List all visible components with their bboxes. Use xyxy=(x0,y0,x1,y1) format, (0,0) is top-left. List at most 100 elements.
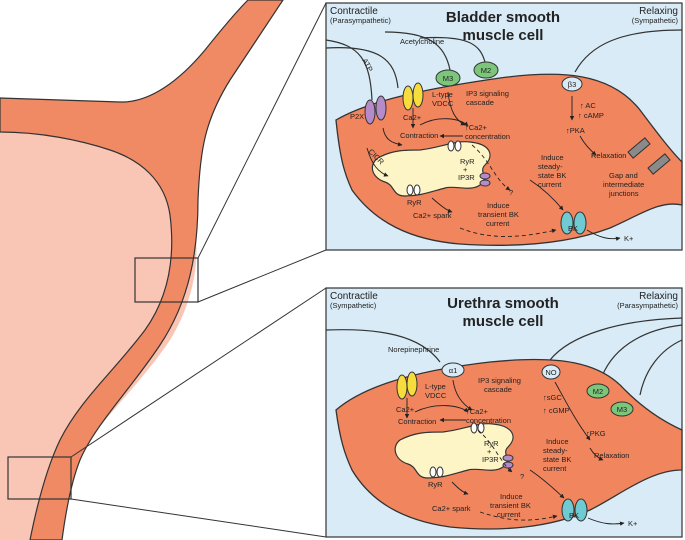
transient-label-3: current xyxy=(486,219,510,228)
nerve-fiber xyxy=(325,329,441,363)
urethra-zoom-line-top xyxy=(70,287,327,458)
ltype-vdcc xyxy=(396,371,418,400)
gap-label-3: junctions xyxy=(608,189,639,198)
camp-label: ↑ cAMP xyxy=(578,111,604,120)
m2-receptor: M2 xyxy=(473,61,499,79)
ltype-label-1: L-type xyxy=(432,90,453,99)
arrow xyxy=(589,447,604,461)
ca2-label: Ca2+ xyxy=(396,405,415,414)
k-label: K+ xyxy=(624,234,634,243)
nerve-fiber xyxy=(574,29,683,73)
nerve-fiber xyxy=(325,39,373,101)
arrow xyxy=(477,429,513,473)
nerve-fiber xyxy=(599,324,683,383)
ltype-vdcc xyxy=(402,82,424,111)
ip3-label-2: cascade xyxy=(484,385,512,394)
relaxation-label: Relaxation xyxy=(591,151,626,160)
ryr-label: RyR xyxy=(484,439,499,448)
pka-label: ↑PKA xyxy=(566,126,585,135)
question-label: ? xyxy=(520,472,524,481)
ryr-channel xyxy=(429,422,514,478)
m3-receptor: M3 xyxy=(610,401,634,417)
ltype-label-2: VDCC xyxy=(425,391,447,400)
ip3-label-1: IP3 signaling xyxy=(478,376,521,385)
bk-channel: BK xyxy=(560,211,587,235)
p2x-channel xyxy=(364,95,387,125)
contraction-label: Contraction xyxy=(398,417,436,426)
steady-label-4: current xyxy=(538,180,562,189)
no-receptor: NO xyxy=(541,364,561,380)
steady-label-1: Induce xyxy=(541,153,564,162)
steady-label-2: steady- xyxy=(543,446,568,455)
ip3-label-2: cascade xyxy=(466,98,494,107)
p2x-label: P2X xyxy=(350,112,364,121)
nerve-fiber xyxy=(384,31,451,71)
bladder-panel: M3 M2 β3 BK xyxy=(325,2,683,251)
arrow xyxy=(382,127,403,147)
svg-text:BK: BK xyxy=(568,224,578,233)
svg-text:M2: M2 xyxy=(481,66,491,75)
arrow xyxy=(471,144,511,191)
ltype-label-1: L-type xyxy=(425,382,446,391)
plus-label: + xyxy=(487,447,492,456)
bladder-left-sub: (Parasympathetic) xyxy=(330,16,391,25)
arrow xyxy=(414,405,469,413)
plus-label: + xyxy=(463,165,468,174)
gap-junction xyxy=(627,137,671,175)
relaxation-label: Relaxation xyxy=(594,451,629,460)
nerve-fiber xyxy=(639,339,683,396)
ca-conc-label-1: ↑Ca2+ xyxy=(466,407,489,416)
ryr2-label: RyR xyxy=(407,198,422,207)
nerve-fiber xyxy=(419,36,486,63)
arrow xyxy=(431,197,453,213)
arrow xyxy=(452,379,473,411)
bladder-left-header: Contractile xyxy=(330,6,378,17)
steady-label-3: state BK xyxy=(538,171,566,180)
transient-label-3: current xyxy=(497,510,521,519)
bladder-zoom-line-top xyxy=(197,2,327,259)
m2-receptor: M2 xyxy=(586,383,610,399)
ca2-label: Ca2+ xyxy=(403,113,422,122)
gap-label-2: intermediate xyxy=(603,180,644,189)
urethra-title-line1: Urethra smooth xyxy=(447,295,559,312)
m3-receptor: M3 xyxy=(435,69,461,87)
arrow xyxy=(529,179,564,211)
bladder-right-header: Relaxing xyxy=(639,6,678,17)
ac-label: ↑ AC xyxy=(580,101,596,110)
nerve-fiber xyxy=(325,47,399,89)
steady-label-4: current xyxy=(543,464,567,473)
acetylcholine-label: Acetylcholine xyxy=(400,37,444,46)
urethra-panel: α1 NO M2 M3 BK xyxy=(325,287,683,538)
arrow xyxy=(587,517,625,526)
organ-wall xyxy=(0,0,284,540)
bladder-sr xyxy=(371,141,491,197)
k-label: K+ xyxy=(628,519,638,528)
urethra-left-header: Contractile xyxy=(330,291,378,302)
ip3-label-1: IP3 signaling xyxy=(466,89,509,98)
arrow xyxy=(529,469,565,499)
ip3r-label: IP3R xyxy=(458,173,475,182)
svg-text:M3: M3 xyxy=(443,74,453,83)
urethra-right-sub: (Parasympathetic) xyxy=(617,301,678,310)
ca-conc-label-2: concentration xyxy=(465,132,510,141)
arrow xyxy=(586,229,621,241)
spark-label: Ca2+ spark xyxy=(413,211,452,220)
arrow xyxy=(554,381,591,441)
bladder-cell-body xyxy=(335,73,683,246)
svg-text:α1: α1 xyxy=(449,366,458,375)
norepinephrine-label: Norepinephrine xyxy=(388,345,439,354)
bladder-urethra-organ xyxy=(0,0,327,540)
cgmp-label: ↑ cGMP xyxy=(543,406,570,415)
arrow xyxy=(447,91,466,126)
bladder-title-line2: muscle cell xyxy=(463,27,544,44)
svg-text:M2: M2 xyxy=(593,387,603,396)
arrow xyxy=(366,147,389,177)
sgc-label: ↑sGC xyxy=(543,393,562,402)
arrow xyxy=(459,227,557,237)
bladder-right-sub: (Sympathetic) xyxy=(632,16,679,25)
bladder-zoom-line-bottom xyxy=(197,249,327,303)
urethra-zoom-box xyxy=(7,456,72,500)
svg-text:M3: M3 xyxy=(617,405,627,414)
nerve-fiber xyxy=(549,317,683,361)
a1-receptor: α1 xyxy=(441,362,465,378)
